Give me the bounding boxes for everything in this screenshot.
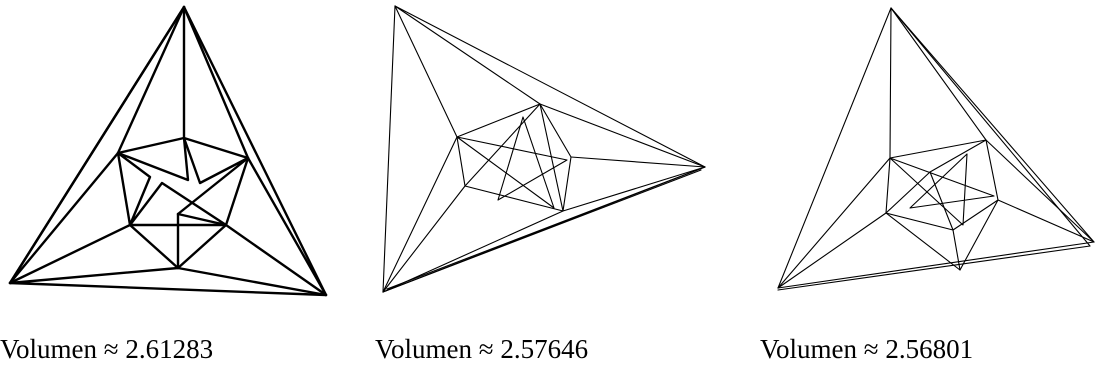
polyhedron-diagram-1: [8, 5, 328, 297]
figure-3: Volumen ≈ 2.56801: [760, 0, 1106, 372]
polyhedron-diagram-2: [382, 5, 706, 293]
volume-caption: Volumen ≈ 2.57646: [375, 334, 589, 364]
polyhedron-diagram-3: [777, 7, 1095, 291]
figure-1: Volumen ≈ 2.61283: [0, 0, 340, 372]
figure-2: Volumen ≈ 2.57646: [375, 0, 715, 372]
volume-caption: Volumen ≈ 2.56801: [760, 334, 974, 364]
volume-caption: Volumen ≈ 2.61283: [0, 334, 214, 364]
